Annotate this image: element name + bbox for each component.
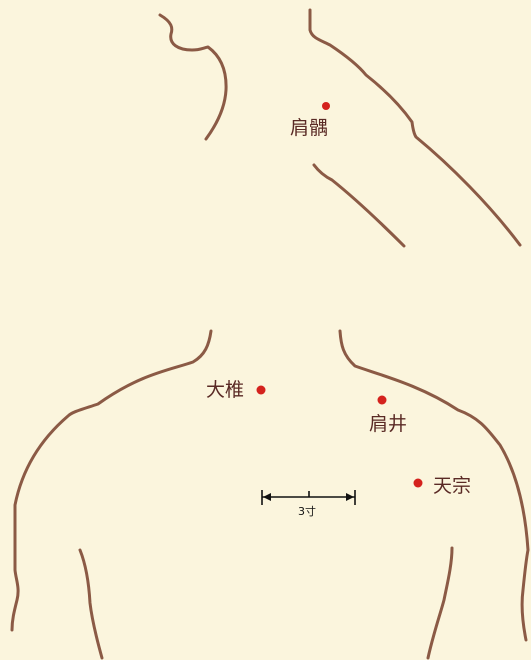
dazhui-label: 大椎 bbox=[206, 379, 245, 401]
jianjing-label: 肩井 bbox=[369, 413, 408, 435]
tianzong-label: 天宗 bbox=[433, 475, 472, 497]
jianjing-point bbox=[377, 395, 387, 405]
scale-arrow-right-icon bbox=[346, 493, 354, 501]
left-torso-outline bbox=[10, 329, 213, 632]
neck-curve bbox=[158, 13, 228, 141]
right-arm-line bbox=[426, 546, 454, 660]
dazhui-point bbox=[256, 385, 266, 395]
scale-bar-label: 3寸 bbox=[298, 505, 316, 518]
left-arm-line bbox=[78, 548, 104, 660]
upper-arm-line bbox=[312, 163, 406, 248]
jianyu-point bbox=[322, 102, 330, 110]
upper-shoulder-line bbox=[308, 8, 522, 247]
tianzong-point bbox=[413, 478, 423, 488]
scale-bar bbox=[261, 490, 356, 505]
scale-arrow-left-icon bbox=[263, 493, 271, 501]
jianyu-label: 肩髃 bbox=[290, 117, 329, 139]
right-torso-outline bbox=[338, 329, 530, 642]
